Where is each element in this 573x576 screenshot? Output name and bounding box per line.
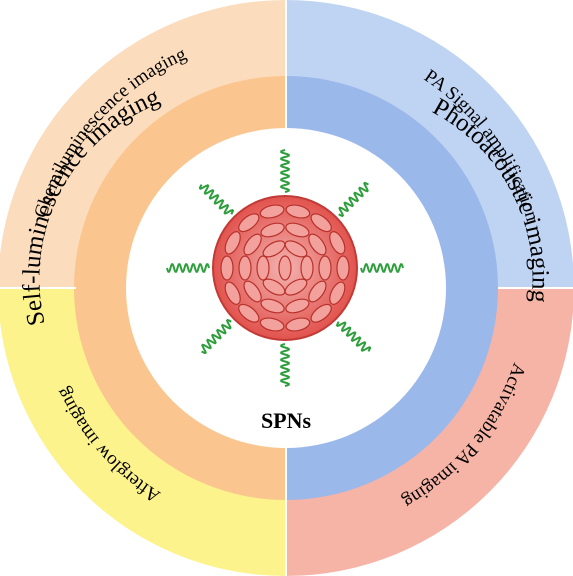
nanoparticle-segment [262, 278, 286, 296]
nanoparticle-segment [285, 222, 310, 238]
polymer-chain [280, 343, 290, 387]
label-spns: SPNs [261, 408, 312, 433]
nanoparticle-segment [329, 231, 346, 255]
nanoparticle-core [212, 195, 358, 341]
nanoparticle-segment [256, 255, 270, 281]
nanoparticle-segment [285, 298, 310, 314]
nanoparticle-segment [238, 255, 252, 281]
nanoparticle-segment [259, 204, 285, 219]
nanoparticle-segment [285, 317, 311, 332]
nanoparticle-segment [336, 255, 350, 281]
nanoparticle-segment [243, 233, 262, 256]
nanoparticle-segment [329, 281, 346, 305]
nanoparticle-segment [308, 280, 327, 303]
nanoparticle-segment [310, 303, 332, 323]
polymer-chains [166, 149, 404, 387]
nanoparticle-segment [310, 213, 332, 233]
nanoparticle-segment [285, 204, 311, 219]
polymer-chain [360, 263, 404, 273]
polymer-chain [338, 181, 369, 218]
nanoparticle-segment [300, 255, 314, 281]
nanoparticle-segment [308, 233, 327, 256]
nanoparticle-segment [284, 240, 308, 258]
nanoparticle-segment [318, 255, 332, 281]
nanoparticle-segment [224, 231, 241, 255]
nanoparticle-segments [220, 204, 350, 332]
polymer-chain [201, 318, 232, 355]
nanoparticle-segment [260, 298, 285, 314]
nanoparticle-segment [260, 222, 285, 238]
nanoparticle-segment [259, 317, 285, 332]
nanoparticle-segment [238, 213, 260, 233]
polymer-chain [335, 321, 372, 352]
nanoparticle-segment [224, 281, 241, 305]
nanoparticle-segment [220, 255, 234, 281]
nanoparticle-segment [284, 278, 308, 296]
nanoparticle-segment [262, 240, 286, 258]
nanoparticle-segment [278, 255, 292, 281]
polymer-chain [280, 149, 290, 193]
nanoparticle-segment [238, 303, 260, 323]
nanoparticle-segment [243, 280, 262, 303]
polymer-chain [198, 184, 235, 215]
polymer-chain [166, 263, 210, 273]
